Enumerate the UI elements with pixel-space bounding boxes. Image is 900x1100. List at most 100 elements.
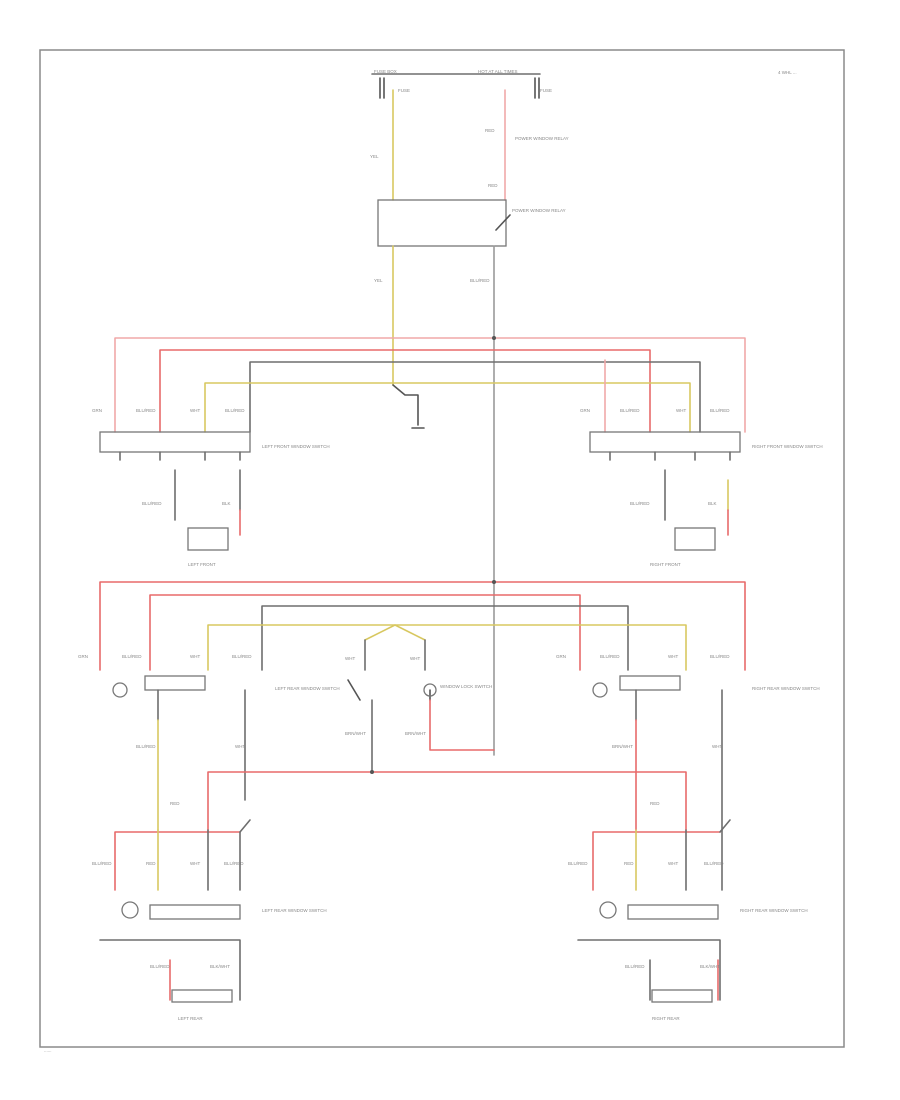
lower-bus-junction [370, 770, 374, 774]
upper-junction [492, 336, 496, 340]
rr-lower-feeds [685, 829, 723, 891]
lr-lower-ground [99, 939, 241, 1001]
lf-window-switch [99, 431, 251, 453]
upper-bus-yellow [204, 382, 691, 433]
rr-lower-switch-label: RIGHT REAR WINDOW SWITCH [740, 908, 808, 913]
middle-bus-red-2 [149, 594, 581, 671]
relay-out-label-1: YEL [374, 278, 383, 283]
relay-contact [495, 214, 511, 231]
rr-mid-label-2: WHT [712, 744, 722, 749]
lock-switch-contacts [347, 679, 431, 701]
lr-window-motor [171, 989, 233, 1003]
lr-low-label-4: BLU/RED [224, 861, 244, 866]
rf-switch-label: RIGHT FRONT WINDOW SWITCH [752, 444, 823, 449]
lf-label-4: BLU/RED [225, 408, 245, 413]
header-right-text: 4 WHL ... [778, 70, 797, 75]
upper-bus-red-2 [159, 349, 651, 433]
fuse-left-label: FUSE [398, 88, 410, 93]
rf-switch-terminals [609, 451, 731, 461]
rr-lower-lamp [599, 901, 617, 919]
rf-motor-wire-1: BLU/RED [630, 501, 650, 506]
lr-switch-outputs [157, 689, 246, 801]
rr-switch-outputs [635, 689, 723, 831]
rr-top-label-1: GRN [556, 654, 566, 659]
footer-id-text: ...... [44, 1048, 52, 1053]
lr-low-label-3: WHT [190, 861, 200, 866]
rf-window-motor [674, 527, 716, 551]
feed-wire-label-1: YEL [370, 154, 379, 159]
rr-low-label-2: RED [624, 861, 634, 866]
lr-mid-label-2: WHT [235, 744, 245, 749]
lr-window-switch [144, 675, 206, 691]
relay-side-note: POWER WINDOW RELAY [515, 136, 569, 141]
lf-motor-label: LEFT FRONT [188, 562, 216, 567]
lf-motor-wire-1: BLU/RED [142, 501, 162, 506]
lr-motor-label: LEFT REAR [178, 1016, 203, 1021]
lr-bus-label: RED [170, 801, 180, 806]
center-ground-symbol [392, 384, 425, 429]
relay-label: POWER WINDOW RELAY [512, 208, 566, 213]
rr-low-label-1: BLU/RED [568, 861, 588, 866]
rf-label-3: WHT [676, 408, 686, 413]
rr-lower-red-top [592, 831, 721, 891]
rr-motor-label: RIGHT REAR [652, 1016, 680, 1021]
lock-switch-lamp [423, 683, 437, 697]
lock-wire-label-2: BRN/WHT [405, 731, 426, 736]
power-window-relay [377, 199, 507, 247]
source-right-label: HOT AT ALL TIMES [478, 69, 518, 74]
rr-low-label-4: BLU/RED [704, 861, 724, 866]
rf-motor-wire-2: BLK [708, 501, 717, 506]
lock-switch-wire-1: WHT [345, 656, 355, 661]
lr-motor-wire-2: BLK/WHT [210, 964, 230, 969]
lf-label-1: GRN [92, 408, 102, 413]
rr-bus-label: RED [650, 801, 660, 806]
rf-label-2: BLU/RED [620, 408, 640, 413]
lr-top-label-1: GRN [78, 654, 88, 659]
diagram-frame [39, 49, 845, 1048]
rr-top-label-2: BLU/RED [600, 654, 620, 659]
lr-switch-label: LEFT REAR WINDOW SWITCH [275, 686, 340, 691]
rf-label-4: BLU/RED [710, 408, 730, 413]
lr-top-label-4: BLU/RED [232, 654, 252, 659]
lr-lower-switch [149, 904, 241, 920]
rr-window-switch [619, 675, 681, 691]
lr-top-label-2: BLU/RED [122, 654, 142, 659]
lock-wire-label-1: BRN/WHT [345, 731, 366, 736]
rf-label-1: GRN [580, 408, 590, 413]
rr-switch-lamp [592, 682, 608, 698]
lf-switch-label: LEFT FRONT WINDOW SWITCH [262, 444, 330, 449]
lf-label-3: WHT [190, 408, 200, 413]
rr-top-label-3: WHT [668, 654, 678, 659]
lock-switch-red [429, 699, 495, 751]
middle-bus-yellow [207, 624, 687, 671]
rr-motor-wire-1: BLU/RED [625, 964, 645, 969]
rr-mid-label-1: BRN/WHT [612, 744, 633, 749]
rf-window-switch [589, 431, 741, 453]
source-left-label: FUSE BOX [374, 69, 397, 74]
feed-wire-label-3: RED [488, 183, 498, 188]
lr-low-label-1: BLU/RED [92, 861, 112, 866]
middle-junction [492, 580, 496, 584]
lock-switch-yellow [364, 624, 426, 641]
lr-lower-lamp [121, 901, 139, 919]
lock-switch-wires [364, 639, 426, 671]
lock-switch-wire-2: WHT [410, 656, 420, 661]
lock-switch-label: WINDOW LOCK SWITCH [440, 684, 492, 689]
relay-out-label-2: BLU/RED [470, 278, 490, 283]
lr-lower-feeds [207, 829, 241, 891]
rf-motor-label: RIGHT FRONT [650, 562, 681, 567]
rr-window-motor [651, 989, 713, 1003]
rr-top-label-4: BLU/RED [710, 654, 730, 659]
lr-mid-label-1: BLU/RED [136, 744, 156, 749]
rr-switch-label: RIGHT REAR WINDOW SWITCH [752, 686, 820, 691]
feed-wire-label-2: RED [485, 128, 495, 133]
fuse-left-symbol [379, 77, 385, 99]
fuse-right-symbol [534, 77, 540, 99]
middle-bus-gray [261, 605, 629, 671]
lf-motor-feed [174, 469, 241, 521]
rr-lower-switch [627, 904, 719, 920]
lr-top-label-3: WHT [190, 654, 200, 659]
lf-window-motor [187, 527, 229, 551]
lr-lower-gray-hook [239, 819, 251, 833]
